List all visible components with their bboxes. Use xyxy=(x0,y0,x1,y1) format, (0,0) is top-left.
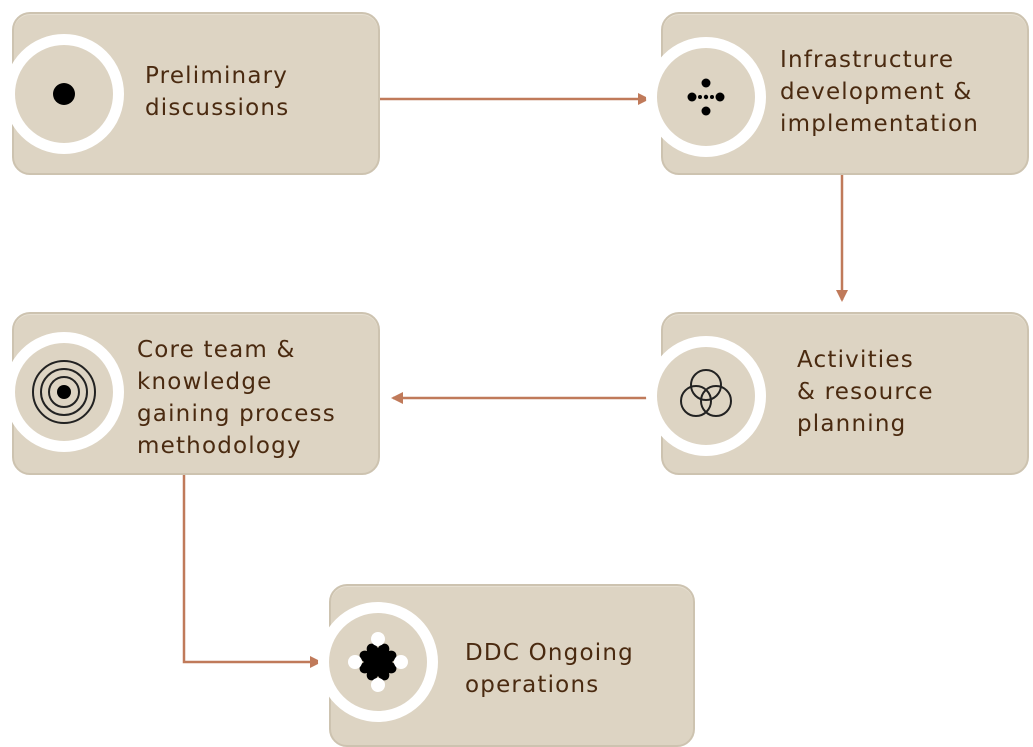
four-dots-icon xyxy=(687,78,725,116)
three-circles-icon xyxy=(680,369,732,417)
step-label-activities: Activities & resource planning xyxy=(797,344,934,440)
step-label-infrastructure: Infrastructure development & implementat… xyxy=(780,44,979,140)
label-line: development & xyxy=(780,79,973,105)
label-line: planning xyxy=(797,411,907,437)
label-line: Core team & xyxy=(137,337,296,363)
dot-icon xyxy=(53,83,75,105)
label-line: Infrastructure xyxy=(780,47,955,73)
label-line: gaining process xyxy=(137,401,336,427)
label-line: knowledge xyxy=(137,369,273,395)
label-line: Activities xyxy=(797,347,914,373)
label-line: operations xyxy=(465,672,600,698)
arrow-core-team-to-ddc xyxy=(182,475,322,668)
label-line: & resource xyxy=(797,379,934,405)
step-ring-core-team xyxy=(4,332,124,452)
label-line: DDC Ongoing xyxy=(465,640,634,666)
cross-shape-icon xyxy=(348,632,408,692)
label-line: methodology xyxy=(137,433,302,459)
step-label-preliminary: Preliminary discussions xyxy=(145,60,289,124)
step-label-core-team: Core team & knowledge gaining process me… xyxy=(137,334,336,462)
step-ring-activities xyxy=(646,336,766,456)
label-line: implementation xyxy=(780,111,980,137)
step-ring-preliminary xyxy=(4,34,124,154)
concentric-circles-icon xyxy=(32,360,96,424)
label-line: discussions xyxy=(145,95,290,121)
label-line: Preliminary xyxy=(145,63,289,89)
step-ring-ddc xyxy=(318,602,438,722)
step-label-ddc: DDC Ongoing operations xyxy=(465,637,634,701)
step-ring-infrastructure xyxy=(646,37,766,157)
